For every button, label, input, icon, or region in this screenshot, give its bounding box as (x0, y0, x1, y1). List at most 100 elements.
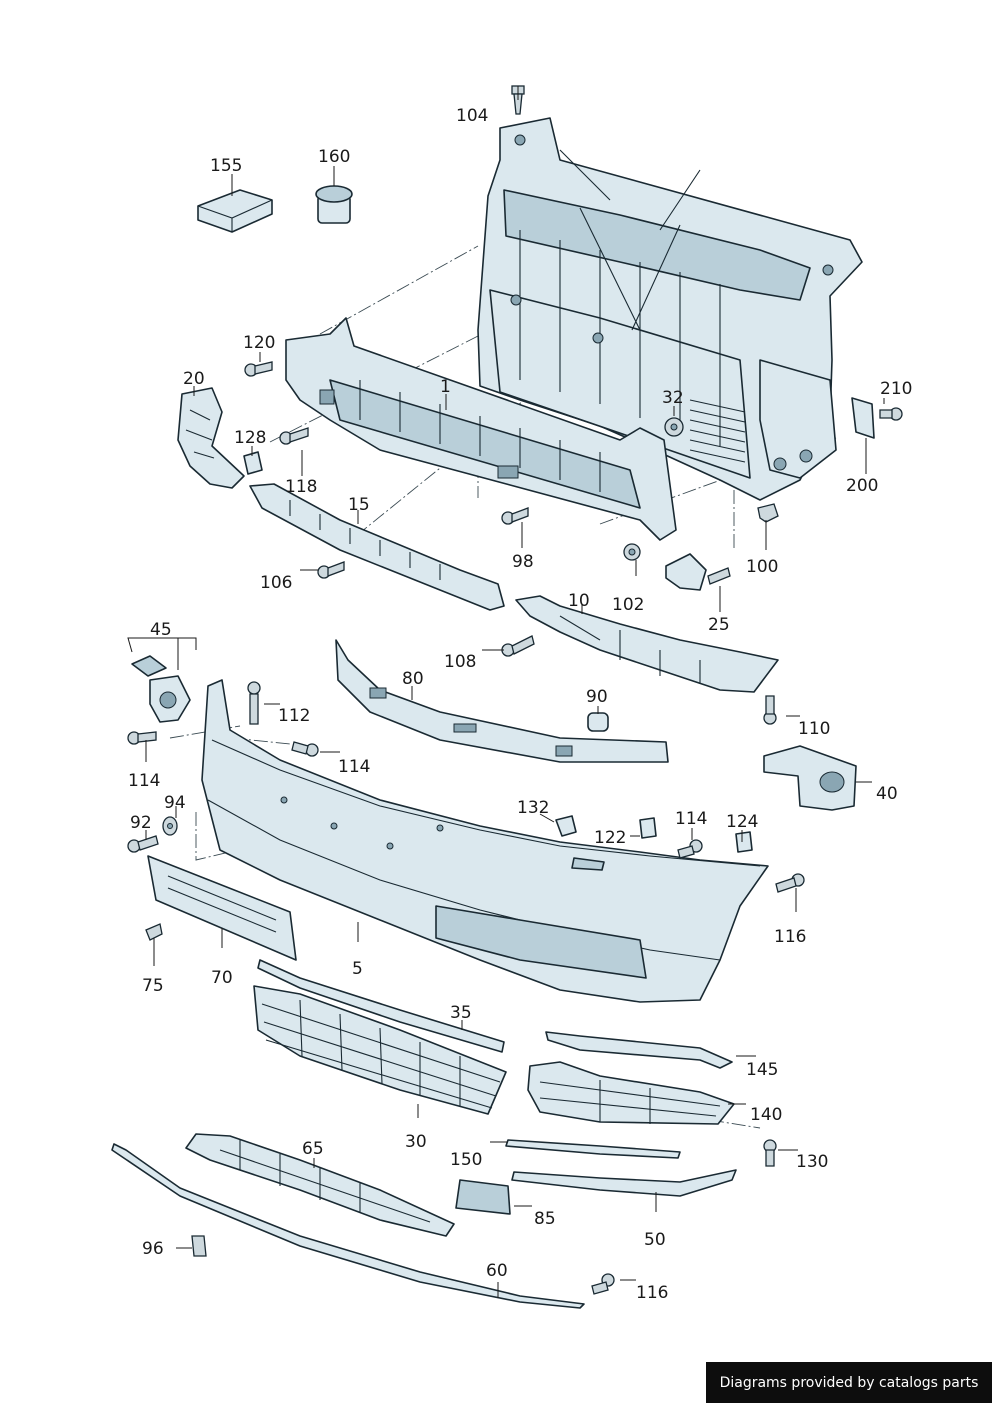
sensor-45 (131, 655, 191, 723)
undertray-65 (185, 1133, 455, 1237)
bracket-20 (177, 387, 245, 489)
clip-100 (757, 503, 779, 523)
callout-85: 85 (534, 1209, 556, 1229)
guide-40 (763, 745, 857, 811)
callout-114-b: 114 (338, 757, 370, 777)
screw-114-a (127, 731, 157, 745)
screw-130 (763, 1139, 777, 1167)
clips-small (555, 815, 753, 853)
callout-98: 98 (512, 552, 534, 572)
callout-210: 210 (880, 379, 912, 399)
fasteners (127, 85, 903, 1295)
screw-116-b (591, 1273, 615, 1295)
callout-110: 110 (798, 719, 830, 739)
bumper-cover-5 (201, 679, 769, 1003)
energy-absorber-15 (249, 483, 505, 611)
callout-70: 70 (211, 968, 233, 988)
callout-10: 10 (568, 591, 590, 611)
callout-112: 112 (278, 706, 310, 726)
screw-116-a (775, 873, 805, 893)
callout-25: 25 (708, 615, 730, 635)
screw-92 (127, 835, 159, 853)
plate-85 (455, 1179, 511, 1215)
callout-114-a: 114 (128, 771, 160, 791)
callout-122: 122 (594, 828, 626, 848)
callout-5: 5 (352, 959, 363, 979)
callout-32: 32 (662, 388, 684, 408)
cap-160 (315, 185, 353, 224)
callout-75: 75 (142, 976, 164, 996)
washer-94 (162, 816, 178, 836)
callout-40: 40 (876, 784, 898, 804)
callout-132: 132 (517, 798, 549, 818)
screw-114-b (291, 741, 319, 757)
callout-128: 128 (234, 428, 266, 448)
callout-150: 150 (450, 1150, 482, 1170)
screw-98 (501, 507, 529, 525)
callout-106: 106 (260, 573, 292, 593)
screw-114-c (677, 839, 703, 859)
callout-100: 100 (746, 557, 778, 577)
pad-155 (197, 189, 273, 233)
callout-65: 65 (302, 1139, 324, 1159)
callout-102: 102 (612, 595, 644, 615)
callout-145: 145 (746, 1060, 778, 1080)
callout-15: 15 (348, 495, 370, 515)
nut-32 (664, 417, 684, 437)
bracket-10 (515, 595, 779, 693)
callout-108: 108 (444, 652, 476, 672)
bracket-200 (851, 397, 875, 439)
trim-strips-150-50 (505, 1139, 737, 1197)
spoiler-lip-60 (111, 1143, 585, 1309)
callout-140: 140 (750, 1105, 782, 1125)
clip-75 (145, 923, 163, 941)
callout-45: 45 (150, 620, 172, 640)
callout-80: 80 (402, 669, 424, 689)
leader-lines (127, 86, 885, 1298)
callout-116-a: 116 (774, 927, 806, 947)
license-plate-base-70 (147, 855, 297, 961)
trim-strip-35 (257, 959, 505, 1053)
callout-120: 120 (243, 333, 275, 353)
callout-35: 35 (450, 1003, 472, 1023)
lock-carrier-1 (477, 117, 863, 501)
impact-strip-80 (335, 639, 669, 763)
callout-92: 92 (130, 813, 152, 833)
grille-30 (253, 985, 507, 1115)
callout-20: 20 (183, 369, 205, 389)
callout-104: 104 (456, 106, 488, 126)
callout-116-b: 116 (636, 1283, 668, 1303)
screw-112 (247, 681, 261, 725)
clip-128 (243, 451, 263, 475)
screw-106 (317, 561, 345, 579)
callout-155: 155 (210, 156, 242, 176)
callout-96: 96 (142, 1239, 164, 1259)
callout-50: 50 (644, 1230, 666, 1250)
side-grille-140 (527, 1061, 735, 1125)
callout-94: 94 (164, 793, 186, 813)
mount-25 (665, 553, 731, 591)
screw-120 (244, 361, 273, 377)
callout-1: 1 (440, 377, 451, 397)
callout-160: 160 (318, 147, 350, 167)
callout-124: 124 (726, 812, 758, 832)
screw-110 (763, 695, 777, 725)
clip-96 (191, 1235, 207, 1257)
callout-130: 130 (796, 1152, 828, 1172)
callout-90: 90 (586, 687, 608, 707)
plug-90 (587, 712, 609, 732)
callout-labels: 104 155 160 120 20 1 128 118 15 106 32 2… (128, 106, 912, 1303)
screw-108 (501, 635, 535, 657)
screw-210 (879, 407, 903, 421)
callout-200: 200 (846, 476, 878, 496)
callout-60: 60 (486, 1261, 508, 1281)
nut-102 (623, 543, 641, 561)
callout-118: 118 (285, 477, 317, 497)
callout-30: 30 (405, 1132, 427, 1152)
credit-banner: Diagrams provided by catalogs parts (706, 1362, 992, 1403)
bumper-bar-1 (285, 317, 677, 541)
callout-114-c: 114 (675, 809, 707, 829)
trim-145 (545, 1031, 733, 1069)
screw-118 (279, 427, 309, 445)
